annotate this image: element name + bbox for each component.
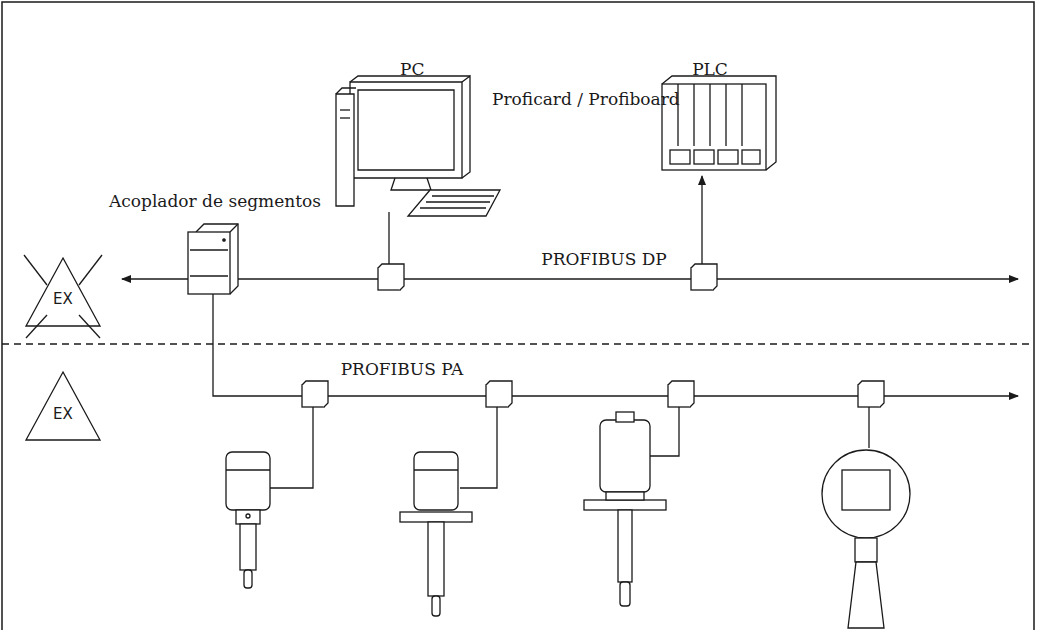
device-node: PLC (660, 58, 770, 173)
device-label: PLC (692, 60, 728, 80)
ex-zone-mark: EX (53, 406, 73, 423)
device-label: PC (400, 60, 424, 80)
ex-zone-mark: EX (53, 291, 73, 308)
device-node: PCProficard / Profiboard (330, 58, 620, 218)
device-node: Acoplador de segmentos (110, 190, 320, 300)
device-label: Proficard / Profiboard (492, 90, 680, 110)
bus-label: PROFIBUS DP (538, 250, 670, 270)
bus-label: PROFIBUS PA (338, 360, 467, 380)
device-label: Acoplador de segmentos (109, 192, 321, 212)
